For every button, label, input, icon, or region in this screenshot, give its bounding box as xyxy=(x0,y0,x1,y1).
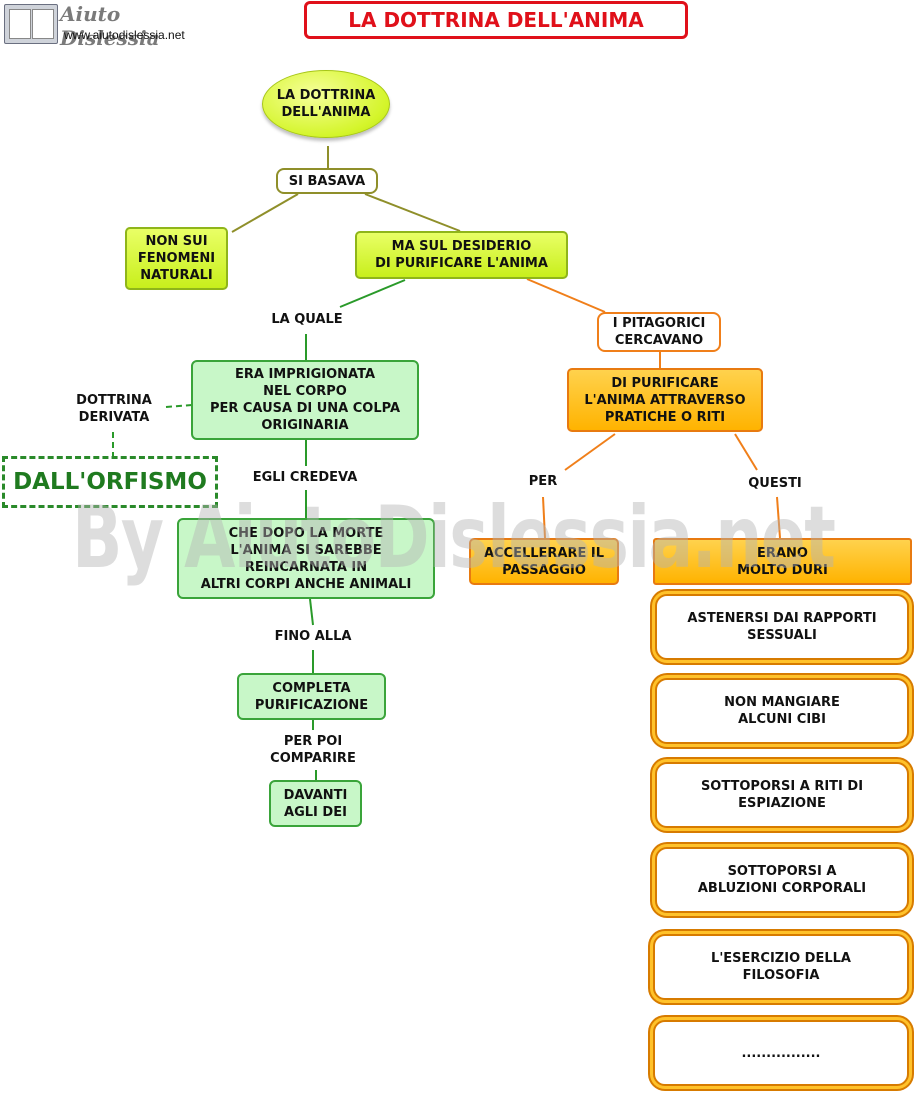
label-si-basava: SI BASAVA xyxy=(276,168,378,194)
logo-book-icon xyxy=(4,4,58,44)
page-title: LA DOTTRINA DELL'ANIMA xyxy=(304,1,688,39)
node-non-sui-fenomeni: NON SUI FENOMENI NATURALI xyxy=(125,227,228,290)
label-i-pitagorici-cercavano: I PITAGORICI CERCAVANO xyxy=(597,312,721,352)
label-egli-credeva: EGLI CREDEVA xyxy=(240,469,370,486)
node-erano-molto-duri: ERANO MOLTO DURI xyxy=(653,538,912,585)
root-node: LA DOTTRINA DELL'ANIMA xyxy=(262,70,390,138)
line-masul-pitagorici xyxy=(526,278,606,313)
node-accellerare-passaggio: ACCELLERARE IL PASSAGGIO xyxy=(469,538,619,585)
node-davanti-agli-dei: DAVANTI AGLI DEI xyxy=(269,780,362,827)
line-questi-erano xyxy=(776,496,781,539)
node-era-imprigionata: ERA IMPRIGIONATA NEL CORPO PER CAUSA DI … xyxy=(191,360,419,440)
label-dottrina-derivata: DOTTRINA DERIVATA xyxy=(64,392,164,426)
label-fino-alla: FINO ALLA xyxy=(263,628,363,645)
logo-text: Aiuto Dislessia xyxy=(60,2,160,50)
node-dall-orfismo: DALL'ORFISMO xyxy=(2,456,218,508)
line-dopo-fino xyxy=(309,598,314,626)
line-dipurif-questi xyxy=(734,433,758,471)
line-sibasava-nonsui xyxy=(231,193,299,233)
practice-item-1: ASTENERSI DAI RAPPORTI SESSUALI xyxy=(655,594,909,660)
label-la-quale: LA QUALE xyxy=(262,311,352,328)
practice-item-4: SOTTOPORSI A ABLUZIONI CORPORALI xyxy=(655,847,909,913)
practice-item-3: SOTTOPORSI A RITI DI ESPIAZIONE xyxy=(655,762,909,828)
label-per: PER xyxy=(520,473,566,490)
line-dipurif-per xyxy=(564,433,616,471)
logo-url[interactable]: www.aiutodislessia.net xyxy=(64,28,185,42)
label-questi: QUESTI xyxy=(737,475,813,492)
line-masul-laquale xyxy=(339,279,406,308)
logo: Aiuto Dislessia www.aiutodislessia.net xyxy=(4,2,204,50)
label-per-poi-comparire: PER POI COMPARIRE xyxy=(258,733,368,767)
line-sibasava-masul xyxy=(364,193,461,232)
node-ma-sul-desiderio: MA SUL DESIDERIO DI PURIFICARE L'ANIMA xyxy=(355,231,568,279)
practice-item-2: NON MANGIARE ALCUNI CIBI xyxy=(655,678,909,744)
node-dopo-la-morte: CHE DOPO LA MORTE L'ANIMA SI SAREBBE REI… xyxy=(177,518,435,599)
practice-item-5: L'ESERCIZIO DELLA FILOSOFIA xyxy=(653,934,909,1000)
node-completa-purificazione: COMPLETA PURIFICAZIONE xyxy=(237,673,386,720)
line-per-accell xyxy=(542,496,546,539)
practice-item-6: ................ xyxy=(653,1020,909,1086)
line-imprig-dottrina xyxy=(165,404,193,408)
node-di-purificare: DI PURIFICARE L'ANIMA ATTRAVERSO PRATICH… xyxy=(567,368,763,432)
